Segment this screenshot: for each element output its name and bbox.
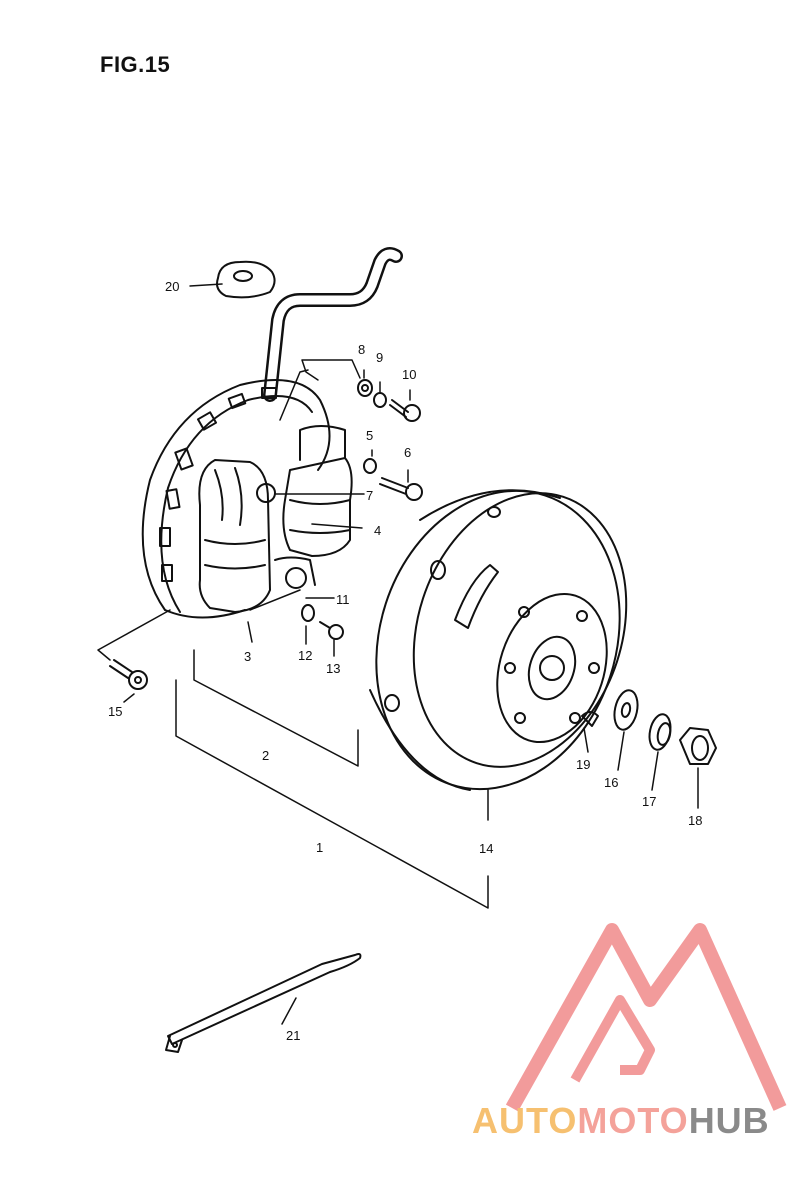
washer-part-9 [373, 392, 387, 408]
screw-part-6 [379, 477, 423, 501]
callout-12: 12 [298, 648, 312, 663]
washer-part-16 [613, 689, 639, 731]
callout-5: 5 [366, 428, 373, 443]
callout-17: 17 [642, 794, 656, 809]
screw-part-13 [319, 621, 344, 640]
lock-washer-part-17 [648, 713, 672, 751]
callout-13: 13 [326, 661, 340, 676]
stator-coil-part [282, 425, 353, 557]
pickup-screw-part [256, 483, 276, 503]
callout-2: 2 [262, 748, 269, 763]
callout-6: 6 [404, 445, 411, 460]
washer-part-8 [357, 379, 373, 397]
grommet-part [216, 260, 276, 299]
watermark-part-hub: HUB [688, 1100, 770, 1141]
callout-8: 8 [358, 342, 365, 357]
callout-4: 4 [374, 523, 381, 538]
callout-7: 7 [366, 488, 373, 503]
figure-title: FIG.15 [100, 52, 171, 77]
grouping-brackets [175, 649, 489, 909]
callout-19: 19 [576, 757, 590, 772]
nut-part-18 [679, 727, 717, 765]
cable-tie-part [165, 953, 362, 1053]
callout-11: 11 [336, 592, 350, 607]
callout-14: 14 [479, 841, 493, 856]
callout-16: 16 [604, 775, 618, 790]
callout-1: 1 [316, 840, 323, 855]
callout-10: 10 [402, 367, 416, 382]
screw-part-10 [389, 399, 421, 422]
callout-20: 20 [165, 279, 179, 294]
washer-part-12 [301, 604, 315, 622]
stator-plate [141, 379, 331, 619]
callout-15: 15 [108, 704, 122, 719]
callout-9: 9 [376, 350, 383, 365]
woodruff-key-part [581, 711, 599, 727]
watermark-part-auto: AUTO [472, 1100, 578, 1141]
watermark-logo-icon [505, 923, 787, 1112]
flywheel-rotor-part [369, 489, 628, 791]
washer-part-5 [363, 458, 377, 474]
stator-coil-left [198, 459, 271, 613]
watermark-part-moto: MOTO [577, 1100, 689, 1141]
pickup-coil-part [285, 567, 307, 589]
screw-part-15 [109, 659, 148, 690]
callout-labels: 20 8 9 10 5 6 7 4 11 3 12 13 15 2 1 14 1… [108, 279, 702, 1043]
watermark-text: AUTOMOTOHUB [472, 1100, 770, 1142]
callout-18: 18 [688, 813, 702, 828]
leader-lines [97, 283, 699, 1025]
callout-21: 21 [286, 1028, 300, 1043]
callout-3: 3 [244, 649, 251, 664]
